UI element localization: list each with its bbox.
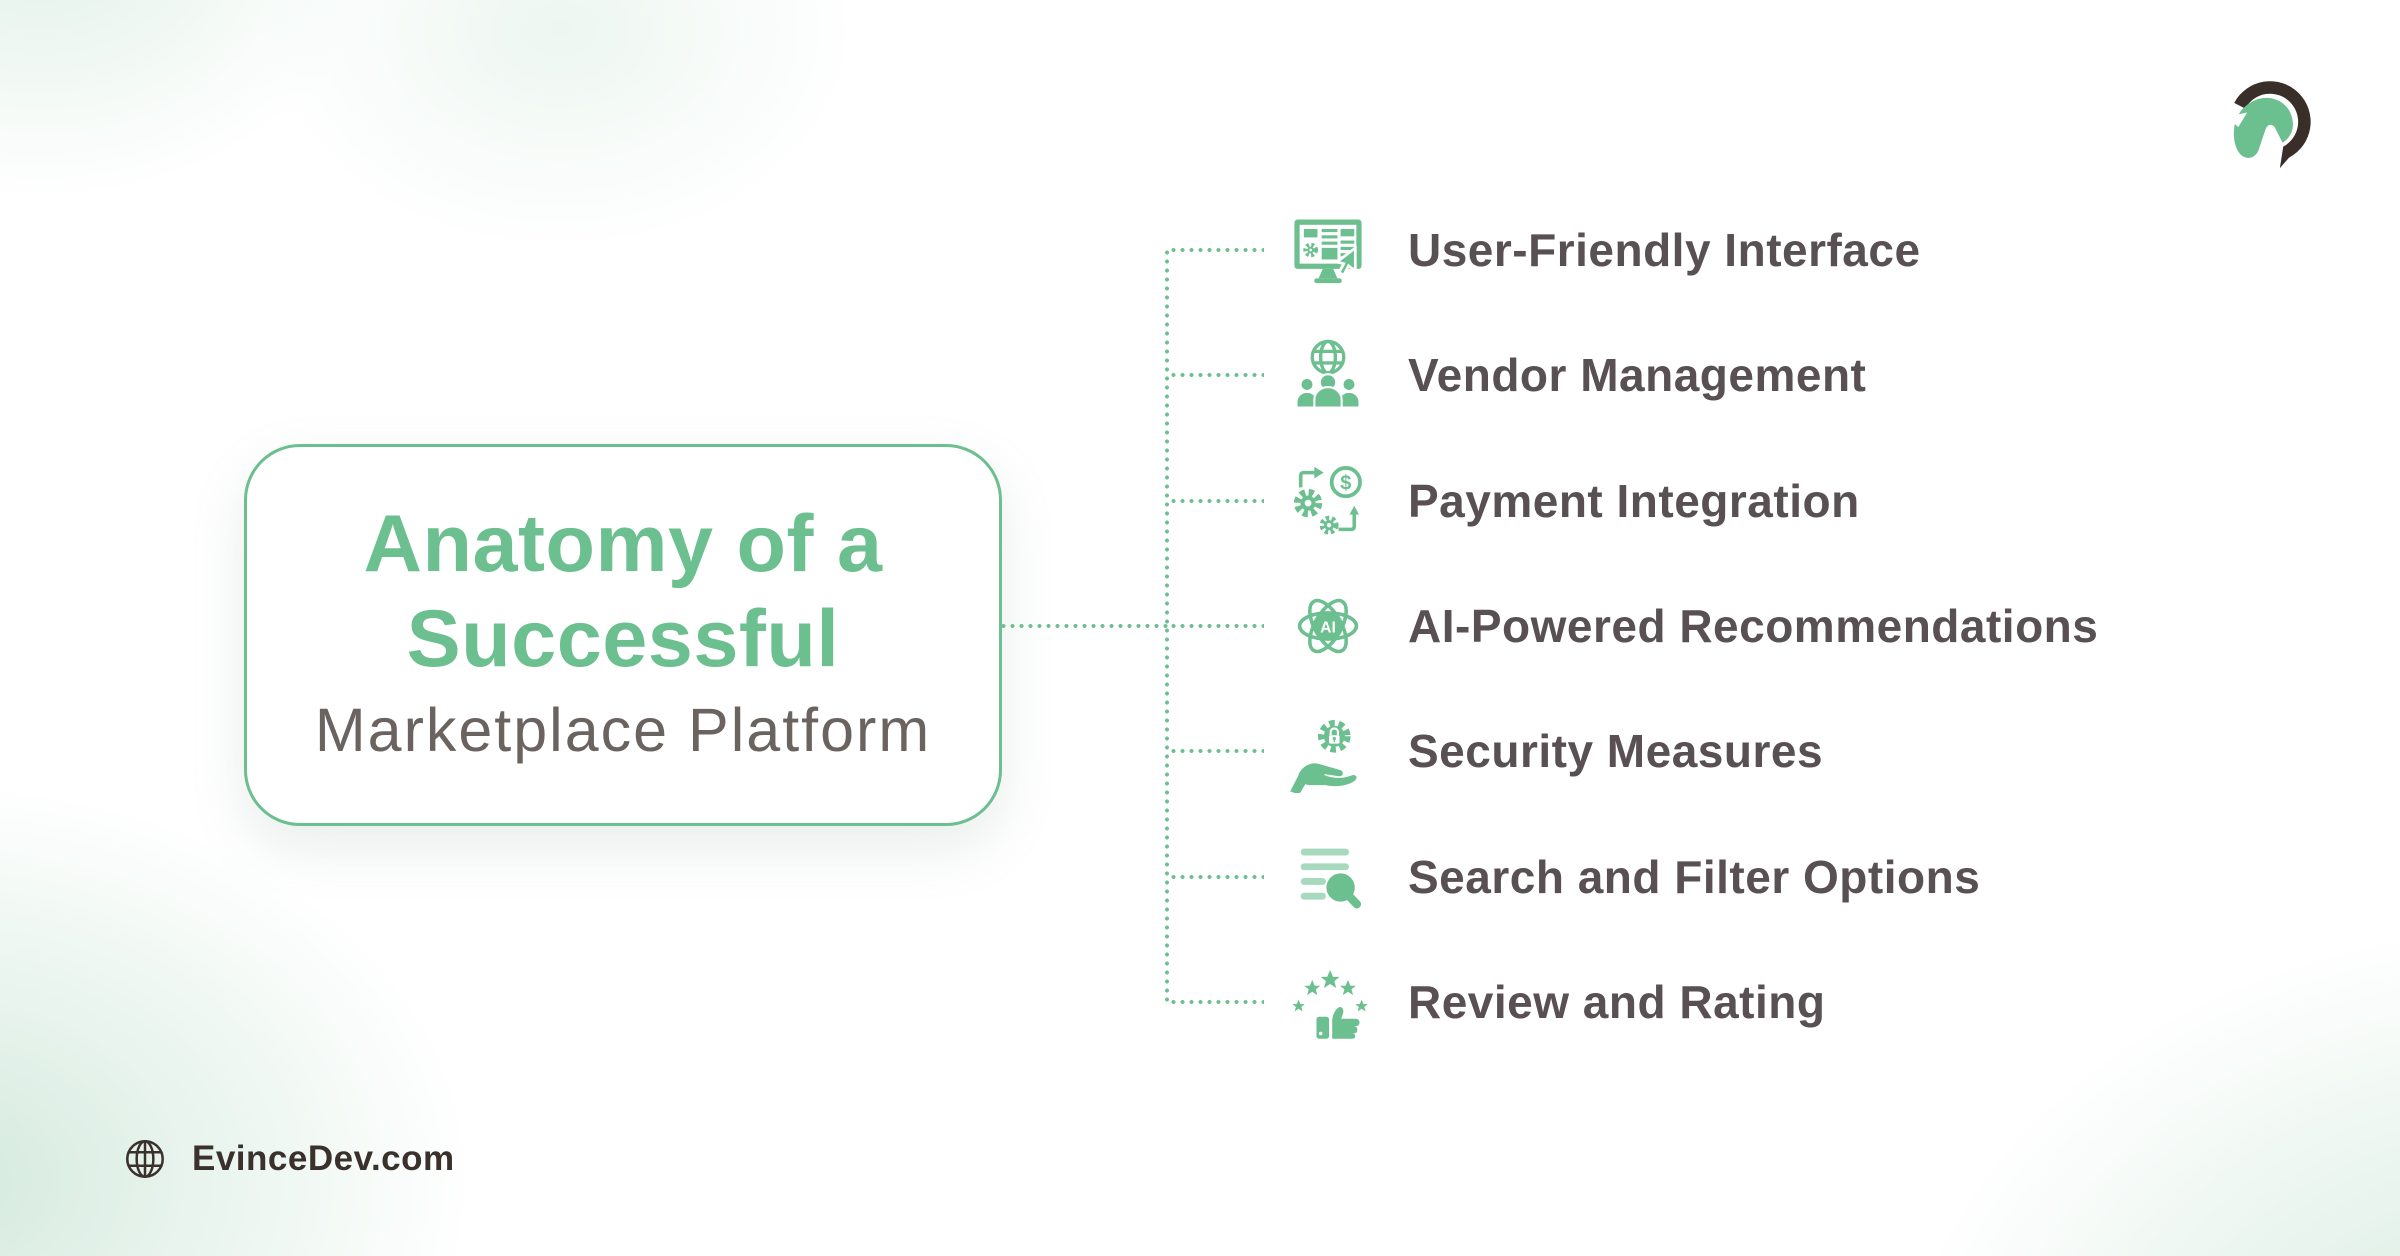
feature-row-user-friendly-interface: User-Friendly Interface <box>1286 208 1921 292</box>
feature-label: User-Friendly Interface <box>1408 224 1921 276</box>
connector-branch-6 <box>1169 875 1264 879</box>
evincedev-helmet-logo <box>2218 70 2322 180</box>
feature-label: Review and Rating <box>1408 976 1826 1028</box>
connector-branch-4 <box>1169 624 1264 628</box>
svg-text:AI: AI <box>1320 619 1336 636</box>
gears-coin-icon: $ <box>1286 459 1370 543</box>
feature-row-review-and-rating: Review and Rating <box>1286 960 1825 1044</box>
connector-main <box>999 624 1169 628</box>
connector-branch-1 <box>1169 248 1264 252</box>
title-line-1: Anatomy of a <box>363 499 883 589</box>
connector-branch-7 <box>1169 1000 1264 1004</box>
feature-row-ai-powered-recommendations: AI AI-Powered Recommendations <box>1286 584 2098 668</box>
feature-label: AI-Powered Recommendations <box>1408 600 2099 652</box>
team-globe-icon <box>1286 333 1370 417</box>
helmet-face-shape <box>2233 97 2293 158</box>
footer: EvinceDev.com <box>120 1134 455 1184</box>
feature-row-vendor-management: Vendor Management <box>1286 333 1866 417</box>
title-line-2: Successful <box>406 594 840 684</box>
search-filter-icon <box>1286 835 1370 919</box>
feature-row-payment-integration: $ Payment Integration <box>1286 459 1860 543</box>
helmet-crest-shape <box>2234 81 2311 169</box>
globe-icon <box>120 1134 170 1184</box>
title-card: Anatomy of a Successful Marketplace Plat… <box>244 444 1002 826</box>
feature-label: Vendor Management <box>1408 349 1867 401</box>
hand-gear-lock-icon <box>1286 709 1370 793</box>
connector-branch-3 <box>1169 499 1264 503</box>
stars-thumbs-up-icon <box>1286 960 1370 1044</box>
helmet-mouth-notch <box>2227 112 2248 128</box>
footer-website: EvinceDev.com <box>192 1139 455 1178</box>
svg-text:$: $ <box>1340 472 1351 494</box>
connector-branch-2 <box>1169 373 1264 377</box>
title-subheading: Marketplace Platform <box>314 696 932 764</box>
feature-label: Search and Filter Options <box>1408 851 1981 903</box>
monitor-ui-cursor-icon <box>1286 208 1370 292</box>
feature-label: Security Measures <box>1408 725 1824 777</box>
feature-label: Payment Integration <box>1408 475 1860 527</box>
feature-row-security-measures: Security Measures <box>1286 709 1823 793</box>
ai-atom-icon: AI <box>1286 584 1370 668</box>
connector-branch-5 <box>1169 749 1264 753</box>
feature-row-search-and-filter-options: Search and Filter Options <box>1286 835 1980 919</box>
connector-spine <box>1165 248 1169 1006</box>
